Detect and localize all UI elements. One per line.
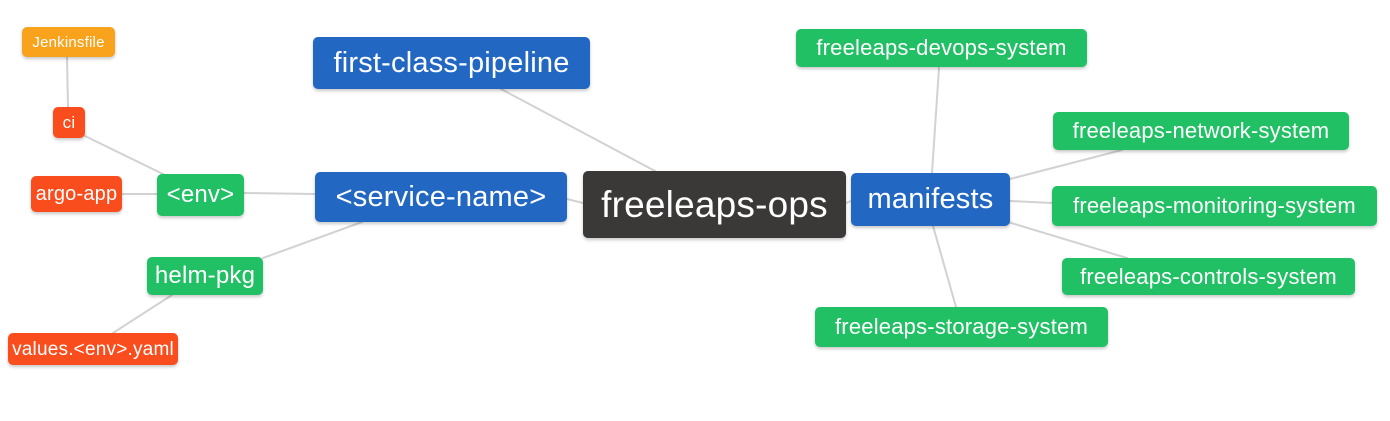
node-argo-app[interactable]: argo-app	[31, 176, 122, 212]
node-freeleaps-storage-system[interactable]: freeleaps-storage-system	[815, 307, 1108, 347]
node-freeleaps-monitoring-system[interactable]: freeleaps-monitoring-system	[1052, 186, 1377, 226]
node-ci[interactable]: ci	[53, 107, 85, 138]
node-freeleaps-ops[interactable]: freeleaps-ops	[583, 171, 846, 238]
node-jenkinsfile[interactable]: Jenkinsfile	[22, 27, 115, 57]
node-env[interactable]: <env>	[157, 174, 244, 216]
node-manifests[interactable]: manifests	[851, 173, 1010, 226]
node-first-class-pipeline[interactable]: first-class-pipeline	[313, 37, 590, 89]
node-freeleaps-controls-system[interactable]: freeleaps-controls-system	[1062, 258, 1355, 295]
node-service-name[interactable]: <service-name>	[315, 172, 567, 222]
node-freeleaps-network-system[interactable]: freeleaps-network-system	[1053, 112, 1349, 150]
node-freeleaps-devops-system[interactable]: freeleaps-devops-system	[796, 29, 1087, 67]
node-values-env-yaml[interactable]: values.<env>.yaml	[8, 333, 178, 365]
node-helm-pkg[interactable]: helm-pkg	[147, 257, 263, 295]
